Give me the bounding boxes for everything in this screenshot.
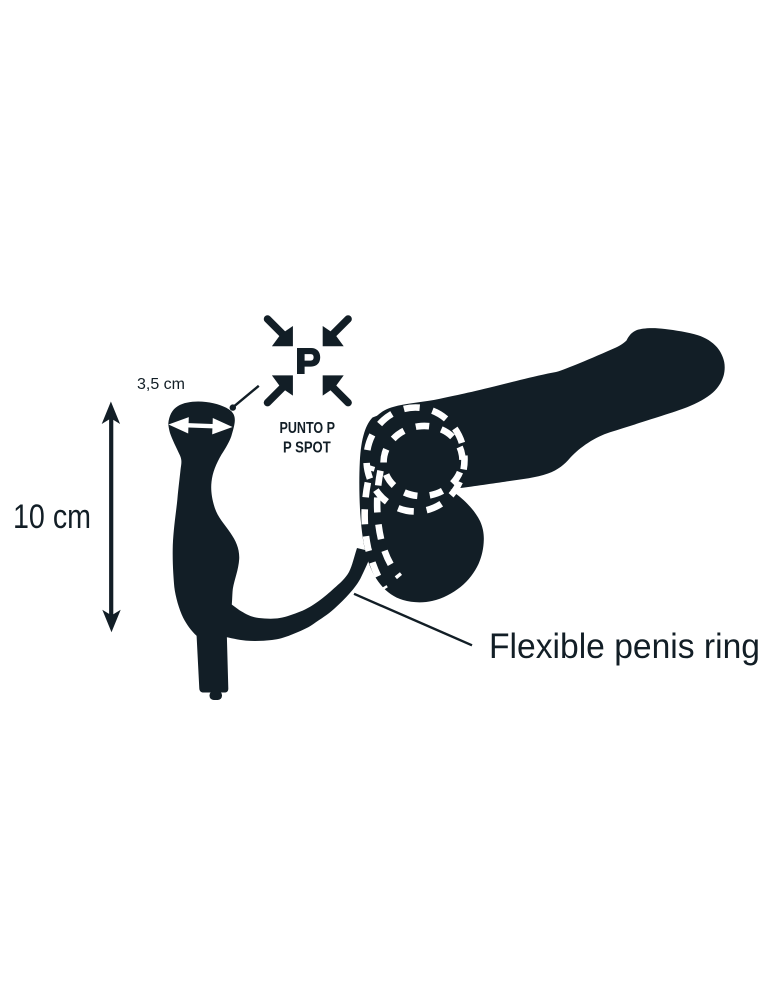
svg-text:10 cm: 10 cm [13, 498, 91, 536]
svg-text:PUNTO P: PUNTO P [280, 420, 336, 437]
svg-text:Flexible penis ring: Flexible penis ring [489, 626, 760, 666]
svg-text:P SPOT: P SPOT [283, 440, 331, 457]
svg-text:3,5 cm: 3,5 cm [137, 376, 185, 393]
